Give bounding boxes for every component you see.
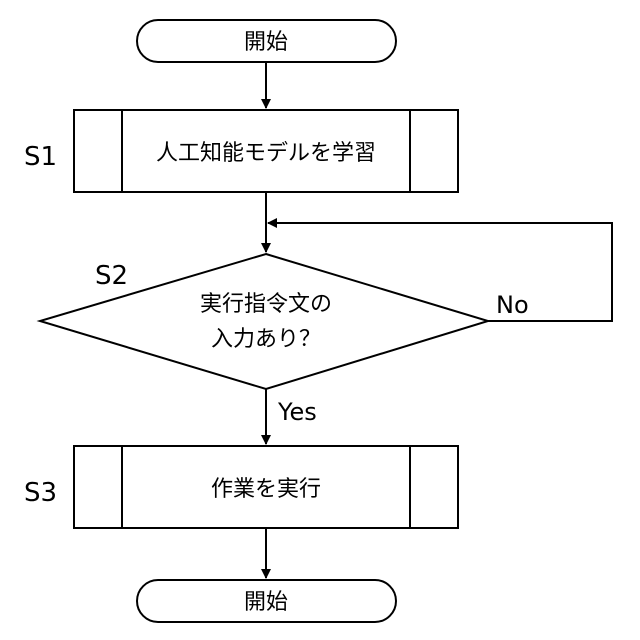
step-id-s3: S3 <box>24 478 57 508</box>
process-s3: 作業を実行 <box>74 446 458 528</box>
process-s1-label: 人工知能モデルを学習 <box>156 141 376 166</box>
process-s1: 人工知能モデルを学習 <box>74 110 458 192</box>
end-label: 開始 <box>244 590 288 615</box>
start-label: 開始 <box>244 30 288 55</box>
end-terminator: 開始 <box>137 580 396 622</box>
step-id-s1: S1 <box>24 142 57 172</box>
decision-label-line2: 入力あり？ <box>211 327 321 352</box>
no-label: No <box>496 291 529 319</box>
yes-label: Yes <box>277 398 317 426</box>
decision-label-line1: 実行指令文の <box>200 292 332 317</box>
step-id-s2: S2 <box>95 261 128 291</box>
start-terminator: 開始 <box>137 20 396 62</box>
process-s3-label: 作業を実行 <box>211 477 321 502</box>
